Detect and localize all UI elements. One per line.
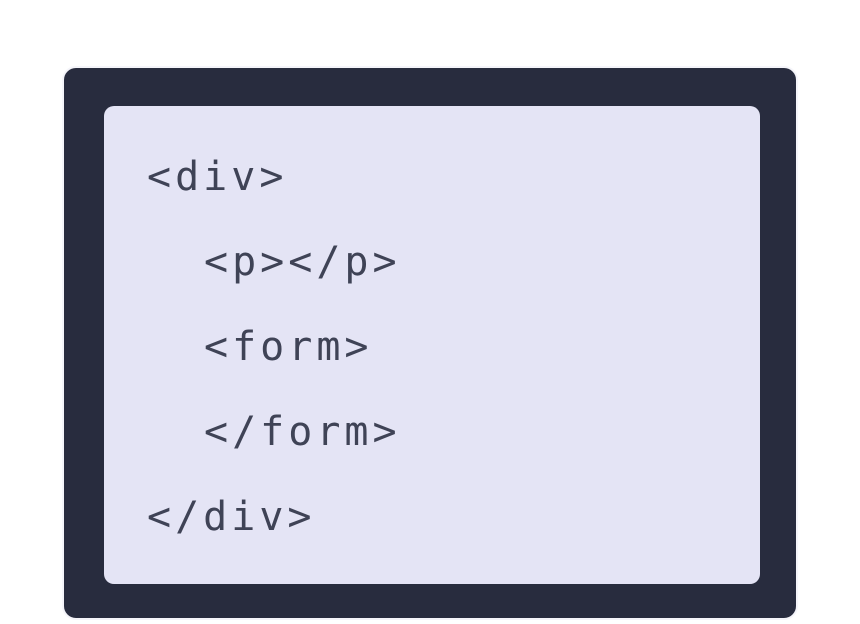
code-window-frame: <div> <p></p> <form> </form> </div> (62, 66, 798, 620)
code-line-form-close: </form> (204, 409, 401, 455)
code-line-form-open: <form> (204, 324, 373, 370)
code-line-div-close: </div> (147, 494, 316, 540)
code-line-div-open: <div> (147, 154, 288, 200)
code-line-p: <p></p> (204, 239, 401, 285)
code-panel: <div> <p></p> <form> </form> </div> (104, 106, 760, 584)
